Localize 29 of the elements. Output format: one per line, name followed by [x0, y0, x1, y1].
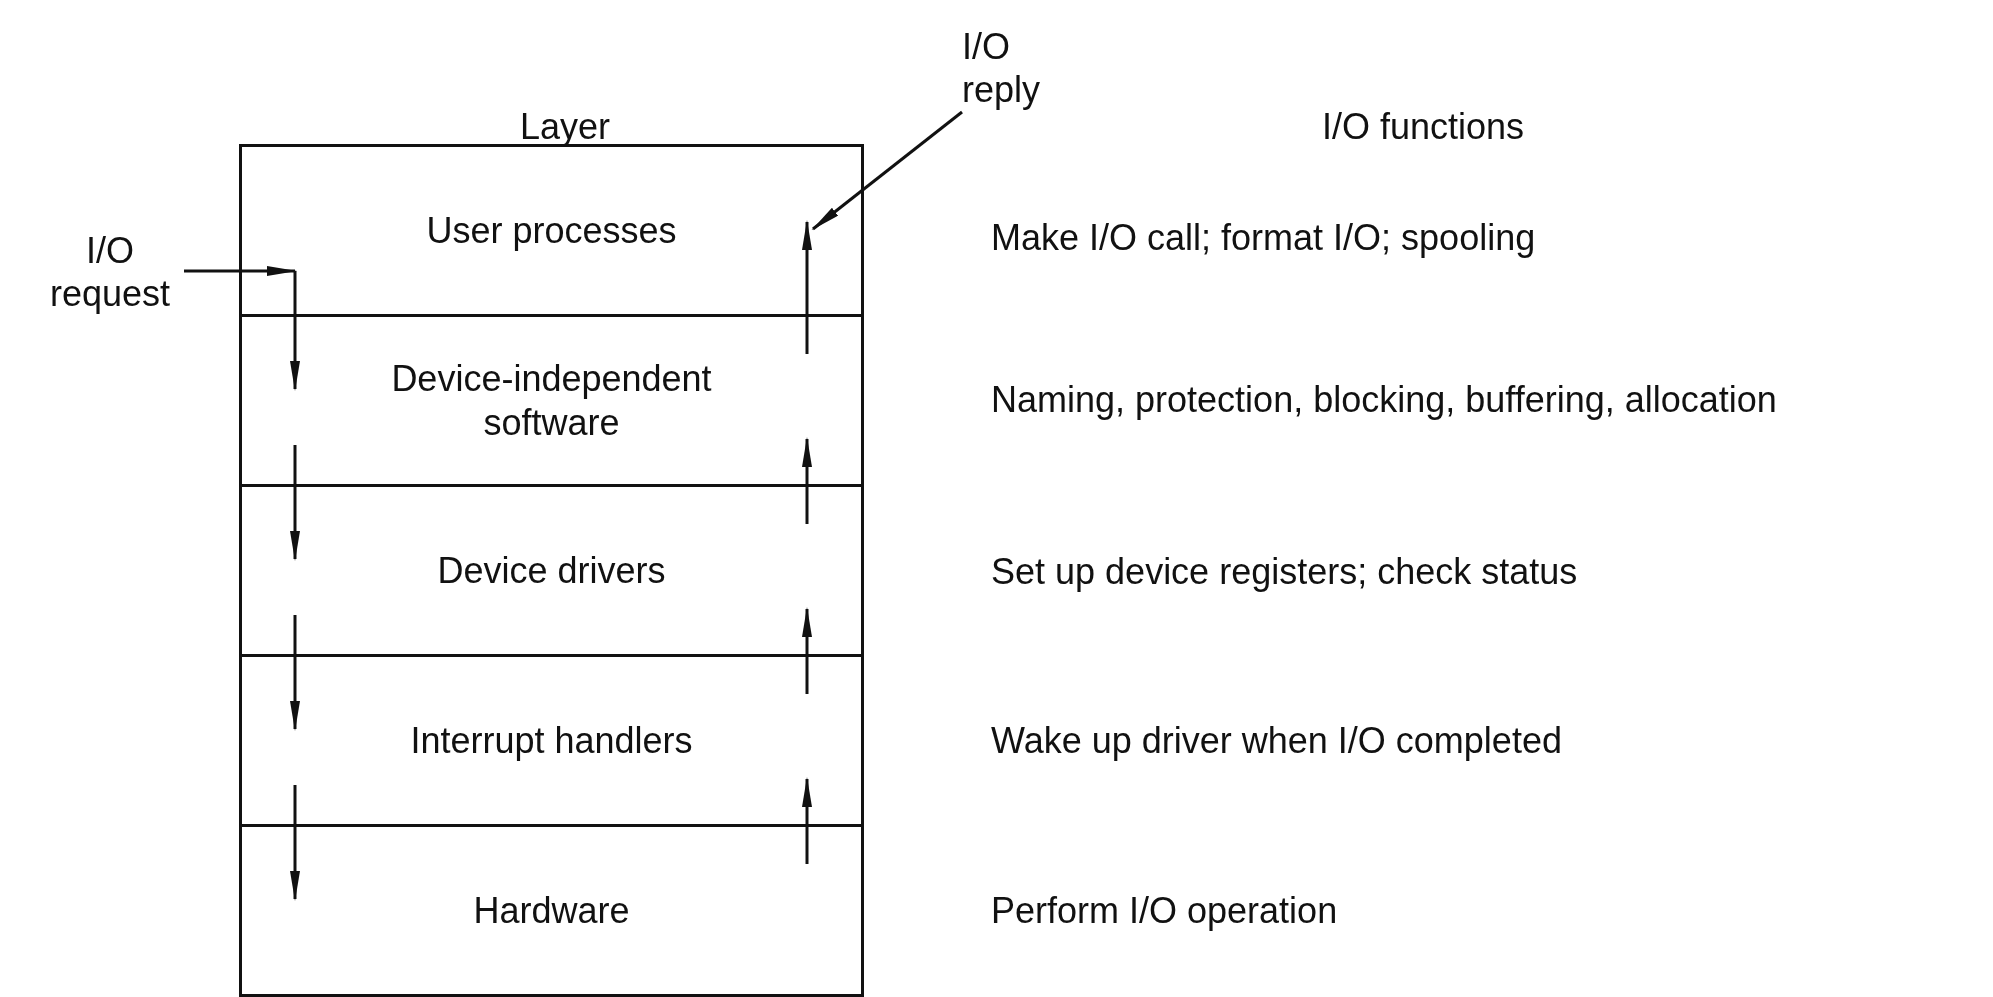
layer-box [239, 824, 864, 997]
arrow [290, 785, 300, 901]
layer-name: Device drivers [437, 548, 666, 593]
annotation-text: I/O reply [962, 25, 1072, 112]
layer-box [239, 484, 864, 657]
function-description: Naming, protection, blocking, buffering, allocation [991, 378, 1777, 422]
layer-name: Hardware [473, 888, 630, 933]
annotation-text: I/O request [30, 229, 190, 316]
function-description: Make I/O call; format I/O; spooling [991, 216, 1536, 260]
layer-box [239, 144, 864, 317]
arrow [811, 110, 963, 231]
arrow [290, 445, 300, 561]
column-heading: Layer [520, 105, 611, 149]
layer-box [239, 314, 864, 487]
arrow [184, 266, 297, 276]
arrow [290, 271, 300, 391]
function-description: Perform I/O operation [991, 889, 1338, 933]
layer-box [239, 654, 864, 827]
arrow [802, 220, 812, 354]
column-heading: I/O functions [1322, 105, 1525, 149]
layer-name: Device-independent software [390, 357, 713, 444]
arrow [802, 437, 812, 524]
layer-name: Interrupt handlers [410, 718, 693, 763]
function-description: Wake up driver when I/O completed [991, 719, 1562, 763]
arrow [802, 777, 812, 864]
arrow [290, 615, 300, 731]
layer-name: User processes [426, 208, 677, 253]
arrow [802, 607, 812, 694]
function-description: Set up device registers; check status [991, 550, 1578, 594]
